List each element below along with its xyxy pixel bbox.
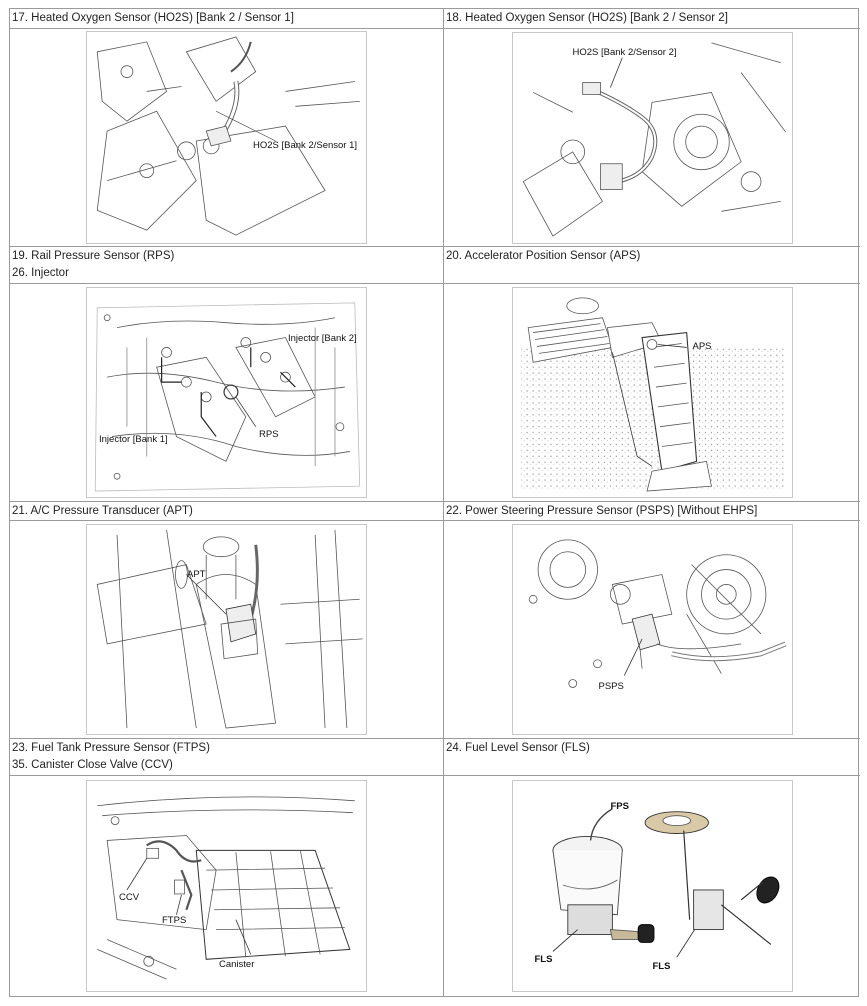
sensor-23-35-header: 23. Fuel Tank Pressure Sensor (FTPS) 35.… <box>10 739 444 776</box>
callout-ccv: CCV <box>119 892 140 903</box>
ho2s-bank2-sensor1-figure-cell: HO2S [Bank 2/Sensor 1] <box>10 29 444 247</box>
ftps-ccv-figure: CCV FTPS Canister <box>86 780 367 992</box>
header-line: 17. Heated Oxygen Sensor (HO2S) [Bank 2 … <box>12 12 294 24</box>
header-line: 21. A/C Pressure Transducer (APT) <box>12 505 193 517</box>
apt-figure: APT <box>86 524 367 735</box>
sensor-21-header: 21. A/C Pressure Transducer (APT) <box>10 502 444 521</box>
apt-figure-cell: APT <box>10 521 444 739</box>
psps-figure: PSPS <box>511 524 793 735</box>
ho2s-bank2-sensor2-figure: HO2S [Bank 2/Sensor 2] <box>511 31 793 244</box>
callout-rps: RPS <box>259 429 279 440</box>
callout-ho2s-b2s1: HO2S [Bank 2/Sensor 1] <box>253 140 358 151</box>
aps-figure: APS <box>511 287 793 498</box>
callout-ftps: FTPS <box>162 915 187 926</box>
callout-injector-bank1: Injector [Bank 1] <box>99 434 168 445</box>
header-line: 18. Heated Oxygen Sensor (HO2S) [Bank 2 … <box>446 12 728 24</box>
callout-fls-left: FLS <box>534 954 553 965</box>
header-line: 20. Accelerator Position Sensor (APS) <box>446 250 641 262</box>
ho2s-bank2-sensor1-figure: HO2S [Bank 2/Sensor 1] <box>86 31 367 244</box>
header-line: 35. Canister Close Valve (CCV) <box>12 759 173 771</box>
sensor-19-26-header: 19. Rail Pressure Sensor (RPS) 26. Injec… <box>10 247 444 284</box>
callout-ho2s-b2s2: HO2S [Bank 2/Sensor 2] <box>572 46 677 58</box>
callout-apt: APT <box>187 569 206 580</box>
header-line: 22. Power Steering Pressure Sensor (PSPS… <box>446 505 758 517</box>
sensor-table: 17. Heated Oxygen Sensor (HO2S) [Bank 2 … <box>9 8 860 997</box>
sensor-24-header: 24. Fuel Level Sensor (FLS) <box>444 739 860 776</box>
aps-figure-cell: APS <box>444 284 860 502</box>
sensor-17-header: 17. Heated Oxygen Sensor (HO2S) [Bank 2 … <box>10 9 444 29</box>
header-line: 24. Fuel Level Sensor (FLS) <box>446 742 590 754</box>
ho2s-bank2-sensor2-figure-cell: HO2S [Bank 2/Sensor 2] <box>444 29 860 247</box>
callout-fps: FPS <box>610 801 629 812</box>
sensor-18-header: 18. Heated Oxygen Sensor (HO2S) [Bank 2 … <box>444 9 860 29</box>
callout-canister: Canister <box>219 959 255 970</box>
callout-fls-right: FLS <box>652 961 671 972</box>
callout-aps: APS <box>692 341 712 352</box>
sensor-20-header: 20. Accelerator Position Sensor (APS) <box>444 247 860 284</box>
header-line: 26. Injector <box>12 267 69 279</box>
callout-injector-bank2: Injector [Bank 2] <box>288 333 357 344</box>
fls-figure-cell: FPS FLS FLS <box>444 776 860 996</box>
fls-figure: FPS FLS FLS <box>511 780 793 992</box>
header-line: 19. Rail Pressure Sensor (RPS) <box>12 250 175 262</box>
psps-figure-cell: PSPS <box>444 521 860 739</box>
rps-injector-figure: Injector [Bank 2] RPS Injector [Bank 1] <box>86 287 367 498</box>
header-line: 23. Fuel Tank Pressure Sensor (FTPS) <box>12 742 210 754</box>
rps-injector-figure-cell: Injector [Bank 2] RPS Injector [Bank 1] <box>10 284 444 502</box>
callout-psps: PSPS <box>598 681 624 692</box>
sensor-22-header: 22. Power Steering Pressure Sensor (PSPS… <box>444 502 860 521</box>
ftps-ccv-figure-cell: CCV FTPS Canister <box>10 776 444 996</box>
